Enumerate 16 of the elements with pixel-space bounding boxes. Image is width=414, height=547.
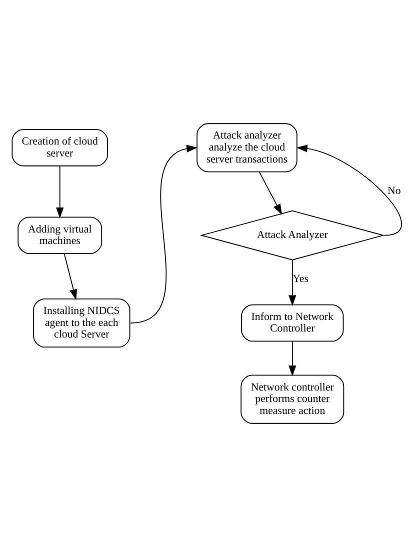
edge-label: Yes: [292, 273, 308, 286]
node-box: Installing NIDCS agent to the each cloud Server: [33, 298, 130, 348]
node-box: Network controller performs counter measure action: [240, 374, 344, 424]
arrow: [258, 172, 282, 215]
node-box: Attack analyzer analyze the cloud server transactions: [196, 123, 298, 172]
arrow: [130, 144, 198, 324]
arrow: [296, 144, 402, 236]
edge-label: No: [387, 185, 401, 198]
node-box: Creation of cloud server: [12, 129, 108, 166]
node-diamond: Attack Analyzer: [200, 210, 385, 260]
arrow: [56, 166, 64, 218]
arrow: [64, 253, 78, 300]
node-box: Inform to Network Controller: [241, 304, 344, 342]
arrow: [288, 340, 296, 376]
node-box: Adding virtual machines: [18, 216, 102, 254]
arrow: [288, 259, 296, 306]
